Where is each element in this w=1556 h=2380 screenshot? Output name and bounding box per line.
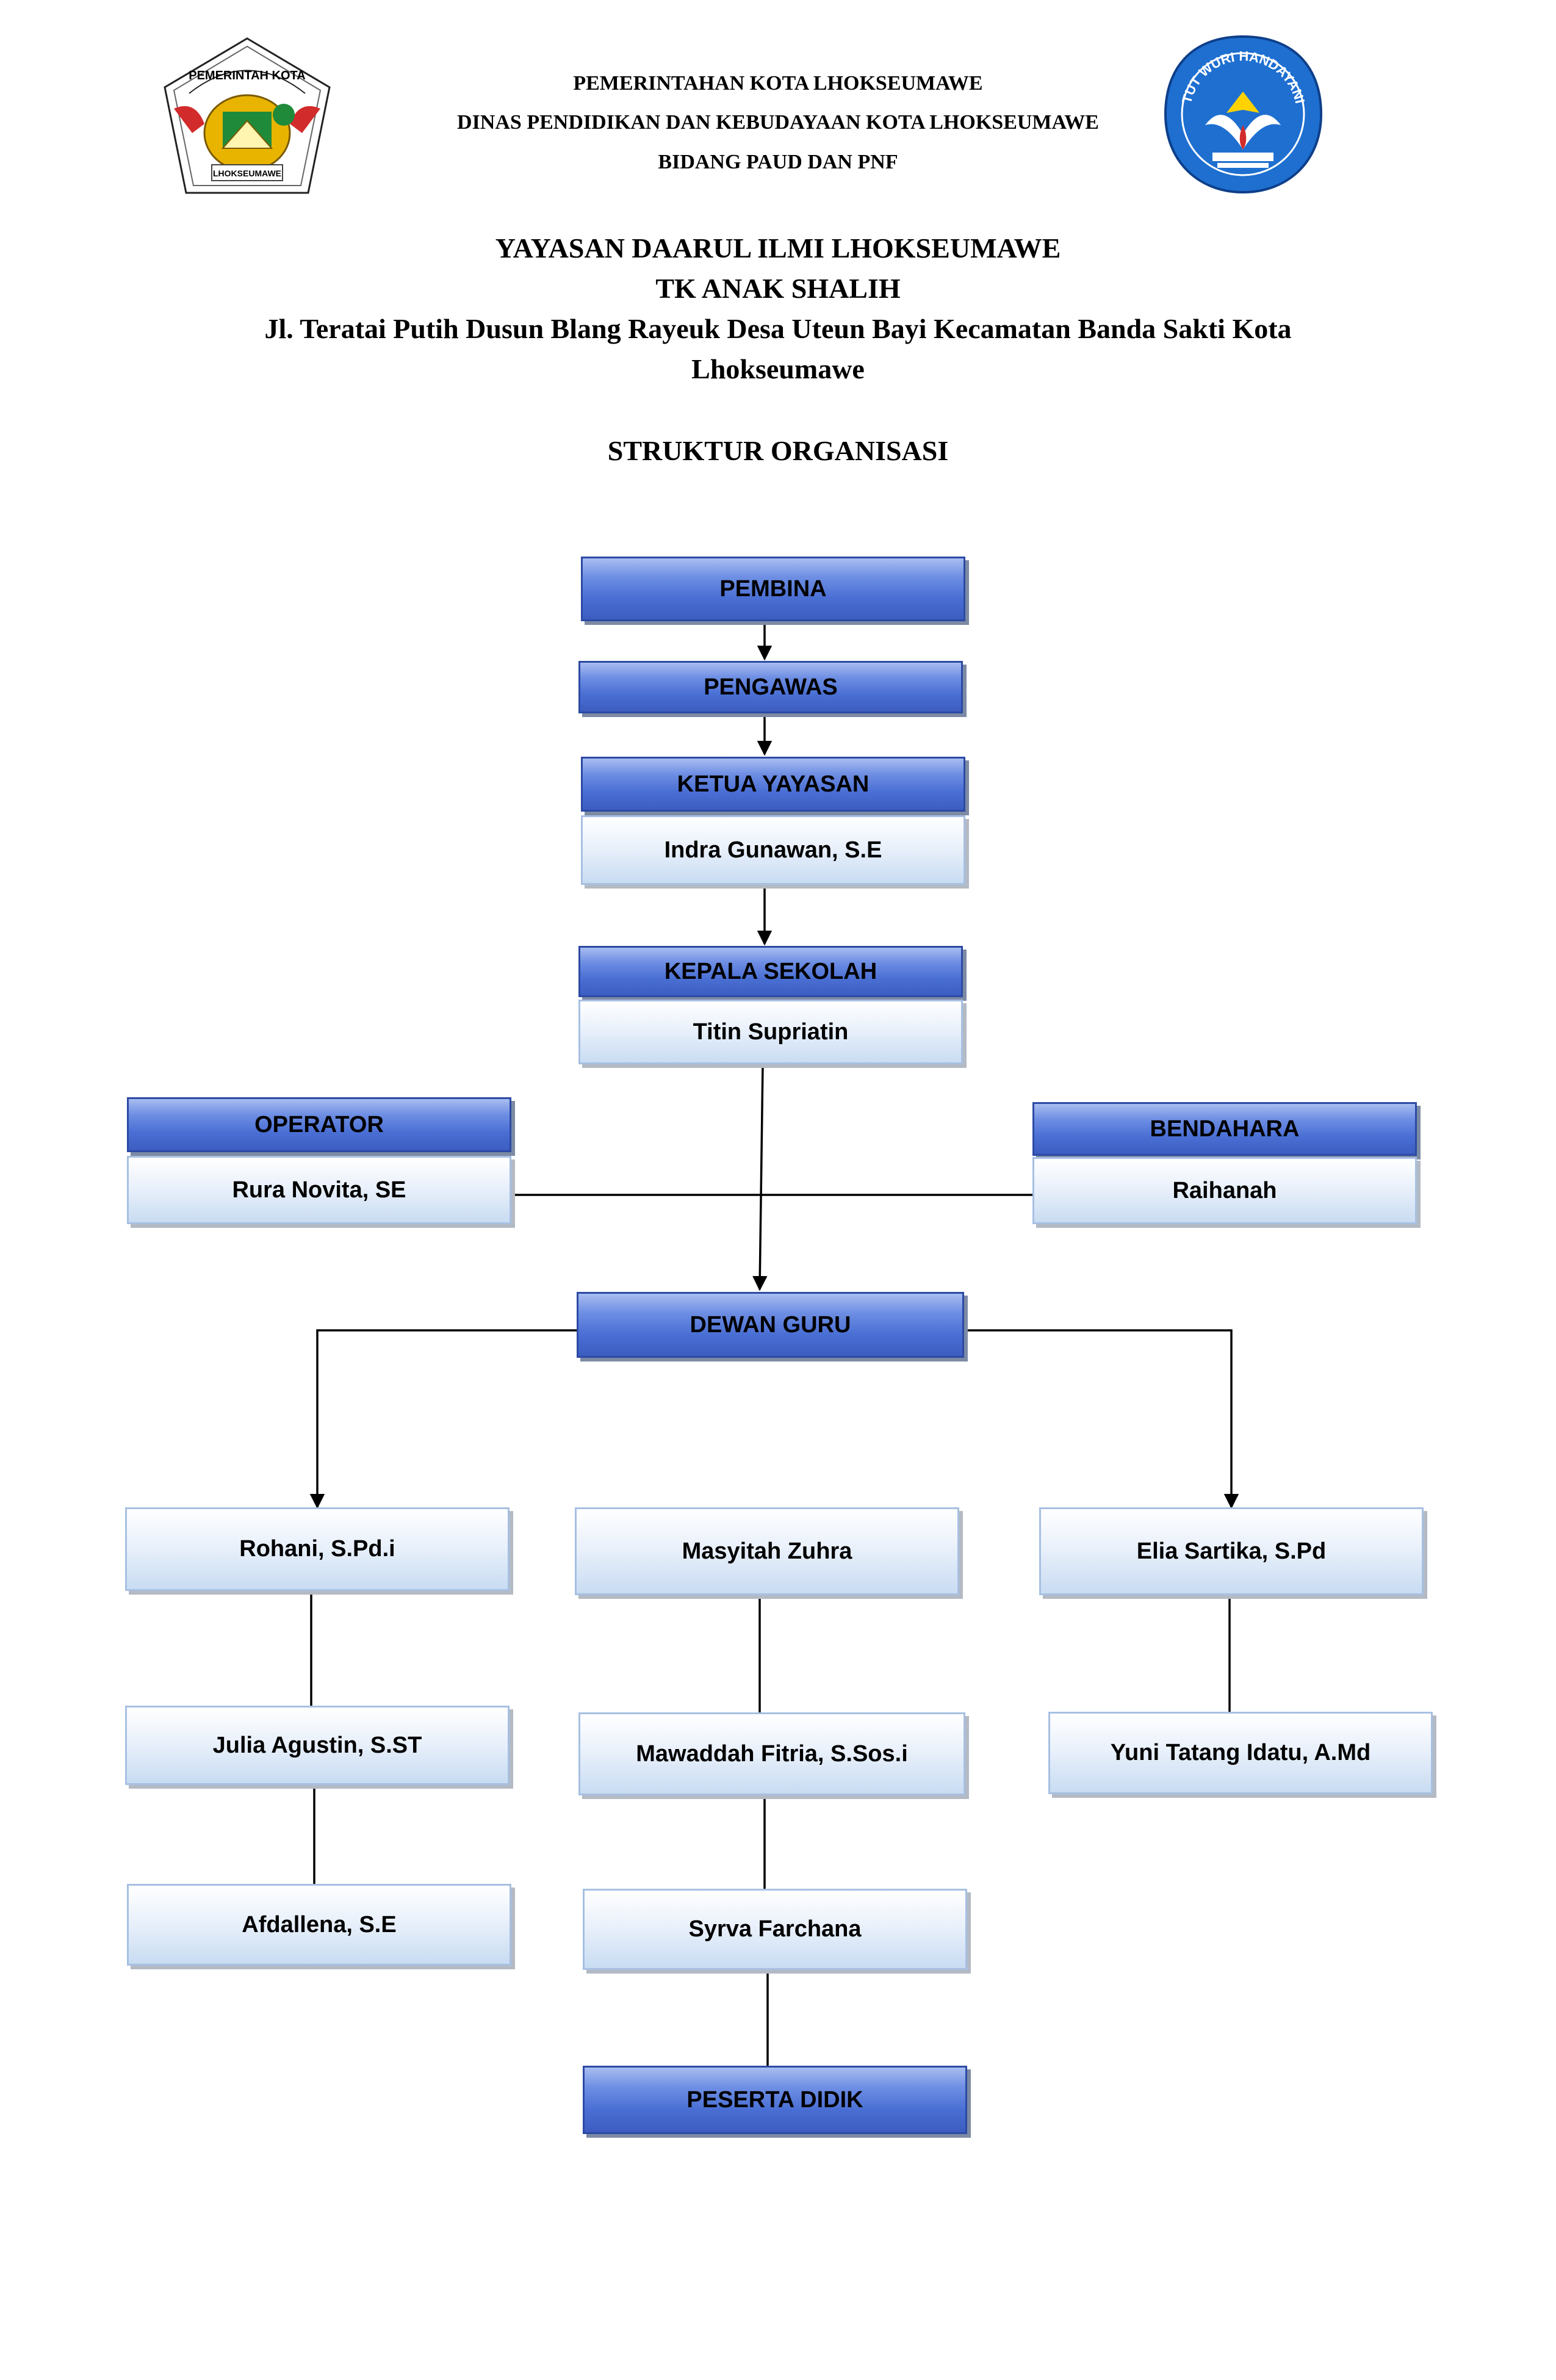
address-line-2: Lhokseumawe [691,353,865,384]
header-line-1: PEMERINTAHAN KOTA LHOKSEUMAWE [573,72,983,95]
kepala-sekolah-name-box: Titin Supriatin [578,1000,963,1064]
header-line-2: DINAS PENDIDIKAN DAN KEBUDAYAAN KOTA LHO… [457,111,1099,134]
document-title: STRUKTUR ORGANISASI [607,435,949,466]
teacher-right-1: Elia Sartika, S.Pd [1039,1507,1424,1595]
header-line-3: BIDANG PAUD DAN PNF [658,151,898,173]
teacher-center-2: Mawaddah Fitria, S.Sos.i [578,1712,965,1795]
address-line-1: Jl. Teratai Putih Dusun Blang Rayeuk Des… [264,313,1292,344]
peserta-didik-box: PESERTA DIDIK [583,2066,967,2134]
teacher-center-1: Masyitah Zuhra [575,1507,959,1595]
arrow-dewan-guru-right [964,1329,1239,1509]
bendahara-name-box: Raihanah [1032,1157,1417,1224]
school-name: TK ANAK SHALIH [655,273,901,304]
operator-title-box: OPERATOR [127,1097,511,1152]
ketua-yayasan-name-box: Indra Gunawan, S.E [581,815,965,885]
tut-wuri-handayani-emblem-icon: TUT WURI HANDAYANI [1164,35,1323,194]
teacher-left-2: Julia Agustin, S.ST [125,1706,510,1785]
bendahara-title-box: BENDAHARA [1032,1102,1417,1156]
left-logo-text: PEMERINTAH KOTA [189,69,305,82]
teacher-left-3: Afdallena, S.E [127,1884,511,1966]
kepala-sekolah-title-box: KEPALA SEKOLAH [578,946,963,997]
pengawas-box: PENGAWAS [578,661,963,713]
teacher-center-3: Syrva Farchana [583,1889,967,1970]
arrow-dewan-guru-left [309,1329,577,1509]
arrow-kepala-dewan-guru [752,1064,768,1291]
lhokseumawe-city-emblem-icon: PEMERINTAH KOTA LHOKSEUMAWE [164,37,331,194]
org-name: YAYASAN DAARUL ILMI LHOKSEUMAWE [495,233,1061,264]
operator-name-box: Rura Novita, SE [127,1156,511,1224]
pembina-box: PEMBINA [581,557,965,621]
left-logo-bottom-text: LHOKSEUMAWE [213,168,281,178]
teacher-left-1: Rohani, S.Pd.i [125,1507,510,1591]
dewan-guru-box: DEWAN GURU [577,1292,964,1358]
teacher-right-2: Yuni Tatang Idatu, A.Md [1048,1712,1433,1794]
ketua-yayasan-title-box: KETUA YAYASAN [581,757,965,812]
